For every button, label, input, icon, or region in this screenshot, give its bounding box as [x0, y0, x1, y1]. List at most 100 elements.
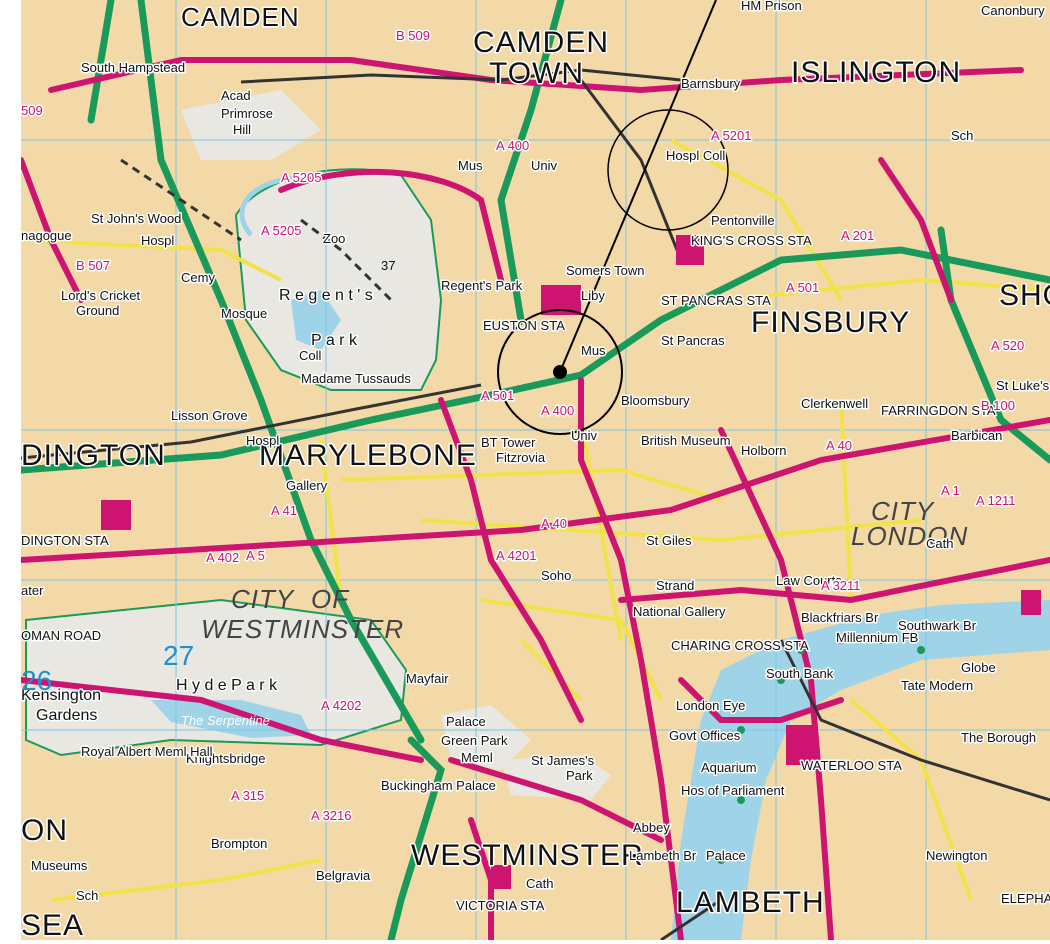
kings-cross-station-marker [676, 235, 704, 265]
district-finsbury: FINSBURY [751, 306, 910, 339]
place-label-st-lukes: St Luke's [996, 378, 1050, 393]
district-camden-town-2: TOWN [489, 57, 584, 90]
waterloo-station-marker [786, 725, 816, 765]
target-marker[interactable] [497, 0, 729, 435]
city-of-london-1: CITY [871, 496, 935, 526]
blackfriars-station-marker [1021, 590, 1041, 615]
place-label-barbican: Barbican [951, 428, 1002, 443]
place-label-soho: Soho [541, 568, 571, 583]
place-label-sch: Sch [951, 128, 973, 143]
place-label-victoria-sta: VICTORIA STA [456, 898, 545, 913]
road-number-a315: A 315 [231, 788, 264, 803]
river-path-dots [697, 636, 925, 904]
st-james-park-area [501, 755, 611, 800]
regents-park-label-1: R e g e n t ' s [279, 287, 373, 304]
hyde-park-label: H y d e P a r k [176, 677, 278, 694]
magenta-primary-roads [21, 57, 1050, 940]
hyde-park-area [25, 598, 408, 757]
road-number-a402: A 402 [206, 550, 239, 565]
place-label-coll-1: Coll [299, 348, 322, 363]
district-shoreditch-partial: SHO [999, 279, 1050, 312]
road-number-a1: A 1 [941, 483, 960, 498]
place-label-farringdon: FARRINGDON STA [881, 403, 996, 418]
city-of-westminster-1: CITY [231, 584, 295, 614]
road-number-a3216: A 3216 [311, 808, 352, 823]
st-james-park-label-1: St James's [531, 753, 595, 768]
place-label-fitzrovia: Fitzrovia [496, 450, 546, 465]
place-label-dington-sta: DINGTON STA [21, 533, 109, 548]
place-label-buckingham-palace: Buckingham Palace [381, 778, 496, 793]
place-label-strand: Strand [656, 578, 694, 593]
place-label-madame-tussauds: Madame Tussauds [301, 371, 411, 386]
place-label-univ-2: Univ [571, 428, 598, 443]
road-number-a5201: A 5201 [711, 128, 752, 143]
district-camden-town-1: CAMDEN [473, 26, 609, 59]
district-marylebone: MARYLEBONE [259, 439, 477, 472]
grid-number-26: 26 [21, 665, 52, 696]
place-label-ater: ater [21, 583, 44, 598]
primrose-hill-area [181, 90, 321, 160]
place-label-barnsbury: Barnsbury [681, 76, 741, 91]
primrose-hill-label-1: Primrose [221, 106, 273, 121]
place-label-mayfair: Mayfair [406, 671, 449, 686]
place-label-regents-park-stn: Regent's Park [441, 278, 523, 293]
serpentine-lake [151, 700, 311, 738]
city-of-london-2: LONDON [851, 521, 968, 551]
district-paddington-partial: DINGTON [21, 439, 166, 472]
road-number-a1211: A 1211 [976, 493, 1016, 508]
railways [21, 68, 1050, 940]
road-number-a501b: A 501 [481, 388, 514, 403]
place-label-belgravia: Belgravia [316, 868, 371, 883]
place-label-british-museum: British Museum [641, 433, 731, 448]
place-label-sch2: Sch [76, 888, 98, 903]
district-westminster: WESTMINSTER [411, 839, 644, 872]
place-label-univ-1: Univ [531, 158, 558, 173]
road-number-a40b: A 40 [826, 438, 852, 453]
place-label-euston: EUSTON STA [483, 318, 565, 333]
place-label-waterloo: WATERLOO STA [801, 758, 902, 773]
road-number-a4201: A 4201 [496, 548, 537, 563]
place-label-oman-road: OMAN ROAD [21, 628, 101, 643]
place-label-mus-2: Mus [581, 343, 606, 358]
place-label-southwark: Southwark Br [898, 618, 977, 633]
city-of-westminster-3: WESTMINSTER [201, 614, 404, 644]
green-park-label: Green Park [441, 733, 508, 748]
place-label-somers-town: Somers Town [566, 263, 645, 278]
place-label-st-pancras-sta: ST PANCRAS STA [661, 293, 771, 308]
kensington-gardens-label-1: Kensington [21, 687, 101, 704]
road-number-a400b: A 400 [541, 403, 574, 418]
paddington-station-marker [101, 500, 131, 530]
road-number-a201: A 201 [841, 228, 874, 243]
place-label-acad: Acad [221, 88, 251, 103]
place-label-meml: Meml [461, 750, 493, 765]
kensington-gardens-label-2: Gardens [36, 707, 97, 724]
district-islington: ISLINGTON [791, 56, 961, 89]
regents-canal [239, 175, 322, 237]
place-label-lords2: Ground [76, 303, 119, 318]
road-number-a41: A 41 [271, 503, 297, 518]
target-ring-upper [607, 109, 729, 231]
place-label-hospl-mary: Hospl [246, 433, 279, 448]
place-label-holborn: Holborn [741, 443, 787, 458]
grid-number-27: 27 [163, 640, 194, 671]
place-label-london-eye: London Eye [676, 698, 745, 713]
road-number-a3211: A 3211 [821, 578, 861, 593]
place-label-cath-2: Cath [926, 536, 953, 551]
place-label-govt-offices: Govt Offices [669, 728, 741, 743]
place-label-bt-tower: BT Tower [481, 435, 536, 450]
green-park-area [441, 705, 531, 770]
road-number-a400: A 400 [496, 138, 529, 153]
green-primary-roads [21, 0, 1050, 940]
place-label-st-pancras: St Pancras [661, 333, 725, 348]
road-number-b507: B 507 [76, 258, 110, 273]
place-label-palace-lambeth: Palace [706, 848, 746, 863]
river-thames [671, 600, 1050, 940]
place-label-brompton: Brompton [211, 836, 267, 851]
place-label-millennium: Millennium FB [836, 630, 918, 645]
place-label-south-hampstead: South Hampstead [81, 60, 185, 75]
road-number-a5205: A 5205 [281, 170, 322, 185]
os-street-map[interactable]: CAMDEN CAMDEN TOWN ISLINGTON MARYLEBONE … [21, 0, 1050, 940]
victoria-station-marker [491, 865, 511, 889]
station-markers [101, 235, 1041, 889]
